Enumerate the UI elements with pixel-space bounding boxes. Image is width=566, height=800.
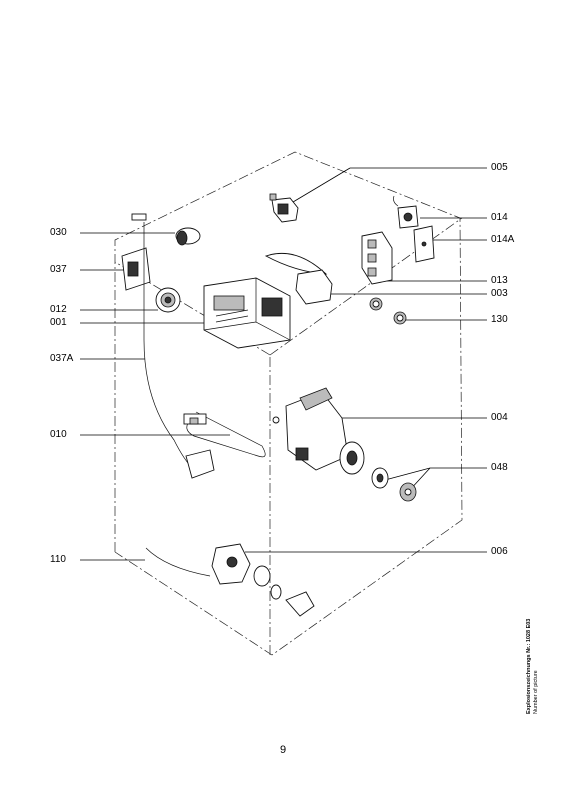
label-001: 001 xyxy=(50,317,67,328)
switch-housing-part-037 xyxy=(121,222,215,479)
label-048: 048 xyxy=(491,462,508,473)
label-004: 004 xyxy=(491,412,508,423)
drain-pump-part-006 xyxy=(145,543,315,617)
leader-lines xyxy=(80,167,487,561)
pulley-part-048 xyxy=(371,467,417,502)
label-005: 005 xyxy=(491,162,508,173)
thermostat-part-003 xyxy=(264,252,383,311)
side-note-subtitle: Number of picture xyxy=(533,670,539,714)
programmer-module-part-001 xyxy=(203,277,291,349)
label-030: 030 xyxy=(50,227,67,238)
bracket-part-014 xyxy=(393,195,435,263)
switch-part-005 xyxy=(269,193,299,223)
label-014A: 014A xyxy=(491,234,515,245)
motor-part-004 xyxy=(272,387,365,475)
side-note-title: Explosionszeichnungs Nr.: 1028 E03 xyxy=(526,618,532,714)
plug-part-130 xyxy=(393,311,407,325)
heater-part-010 xyxy=(183,411,266,458)
label-037A: 037A xyxy=(50,353,74,364)
terminal-block-part-013 xyxy=(361,231,393,285)
timer-part-012 xyxy=(155,287,181,313)
page-number: 9 xyxy=(279,744,287,756)
cabinet-frame xyxy=(114,151,463,656)
label-037: 037 xyxy=(50,264,67,275)
label-110: 110 xyxy=(50,554,66,565)
label-006: 006 xyxy=(491,546,508,557)
side-note: Explosionszeichnungs Nr.: 1028 E03 Numbe… xyxy=(526,619,540,714)
label-012: 012 xyxy=(50,304,67,315)
knob-part-030 xyxy=(131,213,201,246)
label-003: 003 xyxy=(491,288,508,299)
label-010: 010 xyxy=(50,429,67,440)
label-014: 014 xyxy=(491,212,508,223)
label-130: 130 xyxy=(491,314,508,325)
label-013: 013 xyxy=(491,275,508,286)
